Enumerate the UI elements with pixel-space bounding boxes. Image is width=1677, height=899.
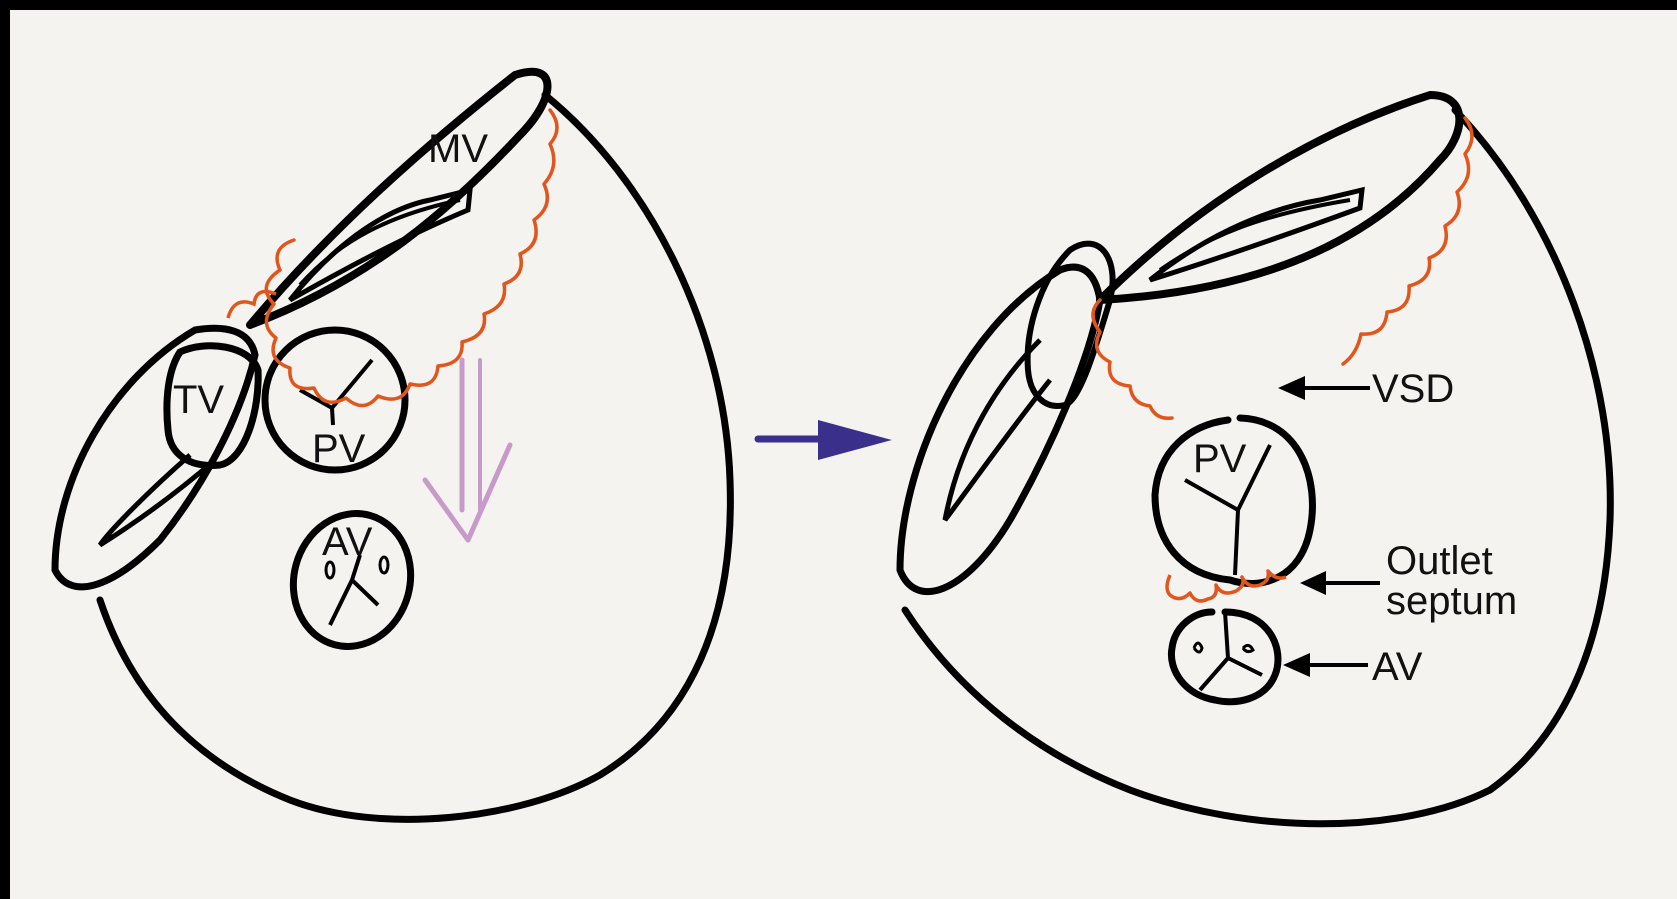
right-muscle-band	[1343, 118, 1472, 364]
left-av-label: AV	[322, 520, 373, 564]
right-vsd-label: VSD	[1372, 367, 1454, 411]
left-pv-label: PV	[312, 427, 366, 471]
right-outlet-septum-band	[1167, 571, 1286, 601]
right-pv-label: PV	[1193, 437, 1247, 481]
right-av-coronary-ostium-1	[1194, 643, 1202, 652]
left-av-coronary-ostium-1	[326, 562, 334, 578]
right-arrow-icon	[758, 420, 892, 460]
left-pv-commissures	[300, 360, 372, 425]
left-av-coronary-ostium-2	[380, 557, 388, 573]
right-mitral-annulus	[1100, 95, 1459, 300]
right-septum-label: septum	[1386, 579, 1517, 623]
left-arrow-icon	[1300, 571, 1380, 595]
left-arrow-icon	[1278, 376, 1370, 400]
right-mitral-leaflet-2	[1160, 200, 1350, 270]
left-av-commissures	[330, 555, 378, 625]
right-tricuspid-annulus	[900, 267, 1100, 591]
right-heart: PV VSD Outlet septum AV	[900, 95, 1610, 824]
right-av-label: AV	[1372, 645, 1423, 689]
left-tv-label: TV	[173, 378, 224, 422]
left-tricuspid-inner	[100, 455, 215, 545]
left-mv-label: MV	[428, 127, 488, 171]
left-heart: MV TV PV AV	[55, 72, 730, 820]
left-arrow-icon	[1283, 653, 1368, 677]
right-outlet-label: Outlet	[1386, 539, 1493, 583]
right-av-coronary-ostium-2	[1243, 645, 1253, 651]
down-arrow-icon	[425, 360, 510, 540]
left-tricuspid-annulus	[55, 328, 255, 587]
